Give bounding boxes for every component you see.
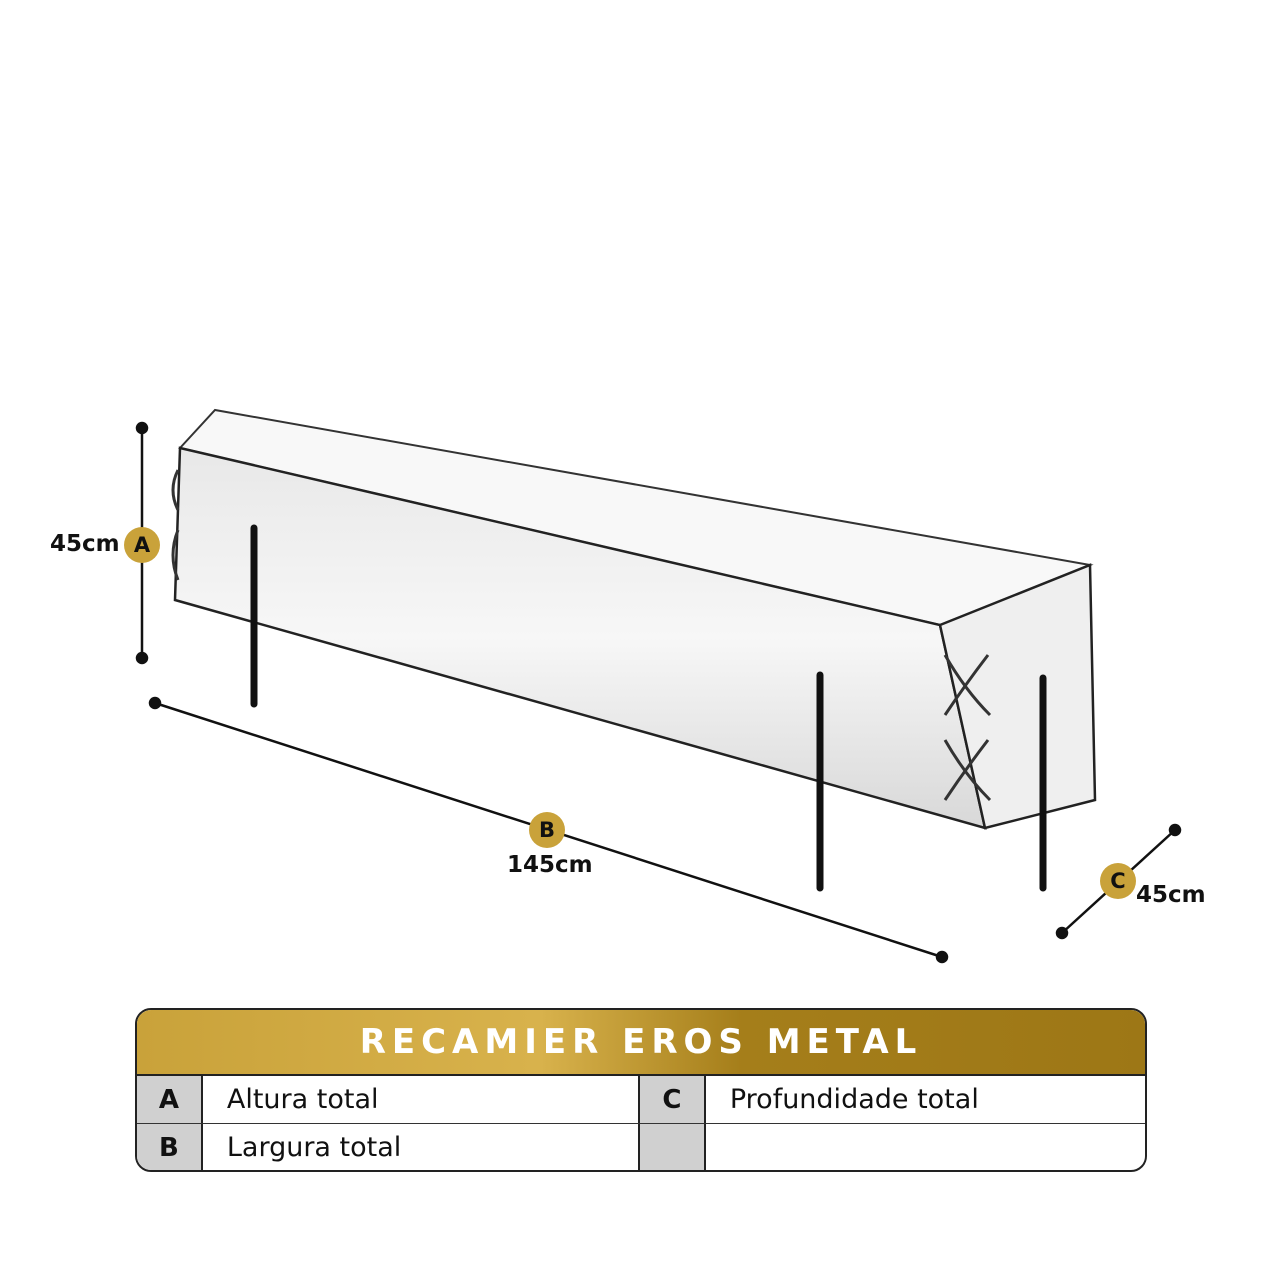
- dimension-b-value: 145cm: [507, 852, 593, 878]
- row-label: Largura total: [203, 1124, 640, 1170]
- row-key: [640, 1124, 706, 1170]
- row-label: Profundidade total: [729, 1084, 979, 1115]
- bench-cushion: [173, 408, 1097, 830]
- dimension-c-value: 45cm: [1136, 882, 1206, 908]
- row-label: Altura total: [203, 1076, 640, 1123]
- bench-legs: [250, 524, 1047, 892]
- dimension-a-value: 45cm: [50, 531, 120, 557]
- row-label: [706, 1124, 1145, 1170]
- row-key: A: [137, 1076, 203, 1123]
- row-key: B: [137, 1124, 203, 1170]
- dimensions-table: RECAMIER EROS METAL A Altura total C Pro…: [135, 1008, 1147, 1172]
- dimension-badge-b: B: [529, 812, 565, 848]
- dimension-badge-a: A: [124, 527, 160, 563]
- row-key: C: [640, 1076, 706, 1123]
- table-row: B Largura total: [137, 1123, 1145, 1170]
- table-title: RECAMIER EROS METAL: [137, 1010, 1145, 1076]
- table-row: A Altura total C Profundidade total: [137, 1076, 1145, 1123]
- lacing-detail: [171, 469, 992, 802]
- dimension-badge-c: C: [1100, 863, 1136, 899]
